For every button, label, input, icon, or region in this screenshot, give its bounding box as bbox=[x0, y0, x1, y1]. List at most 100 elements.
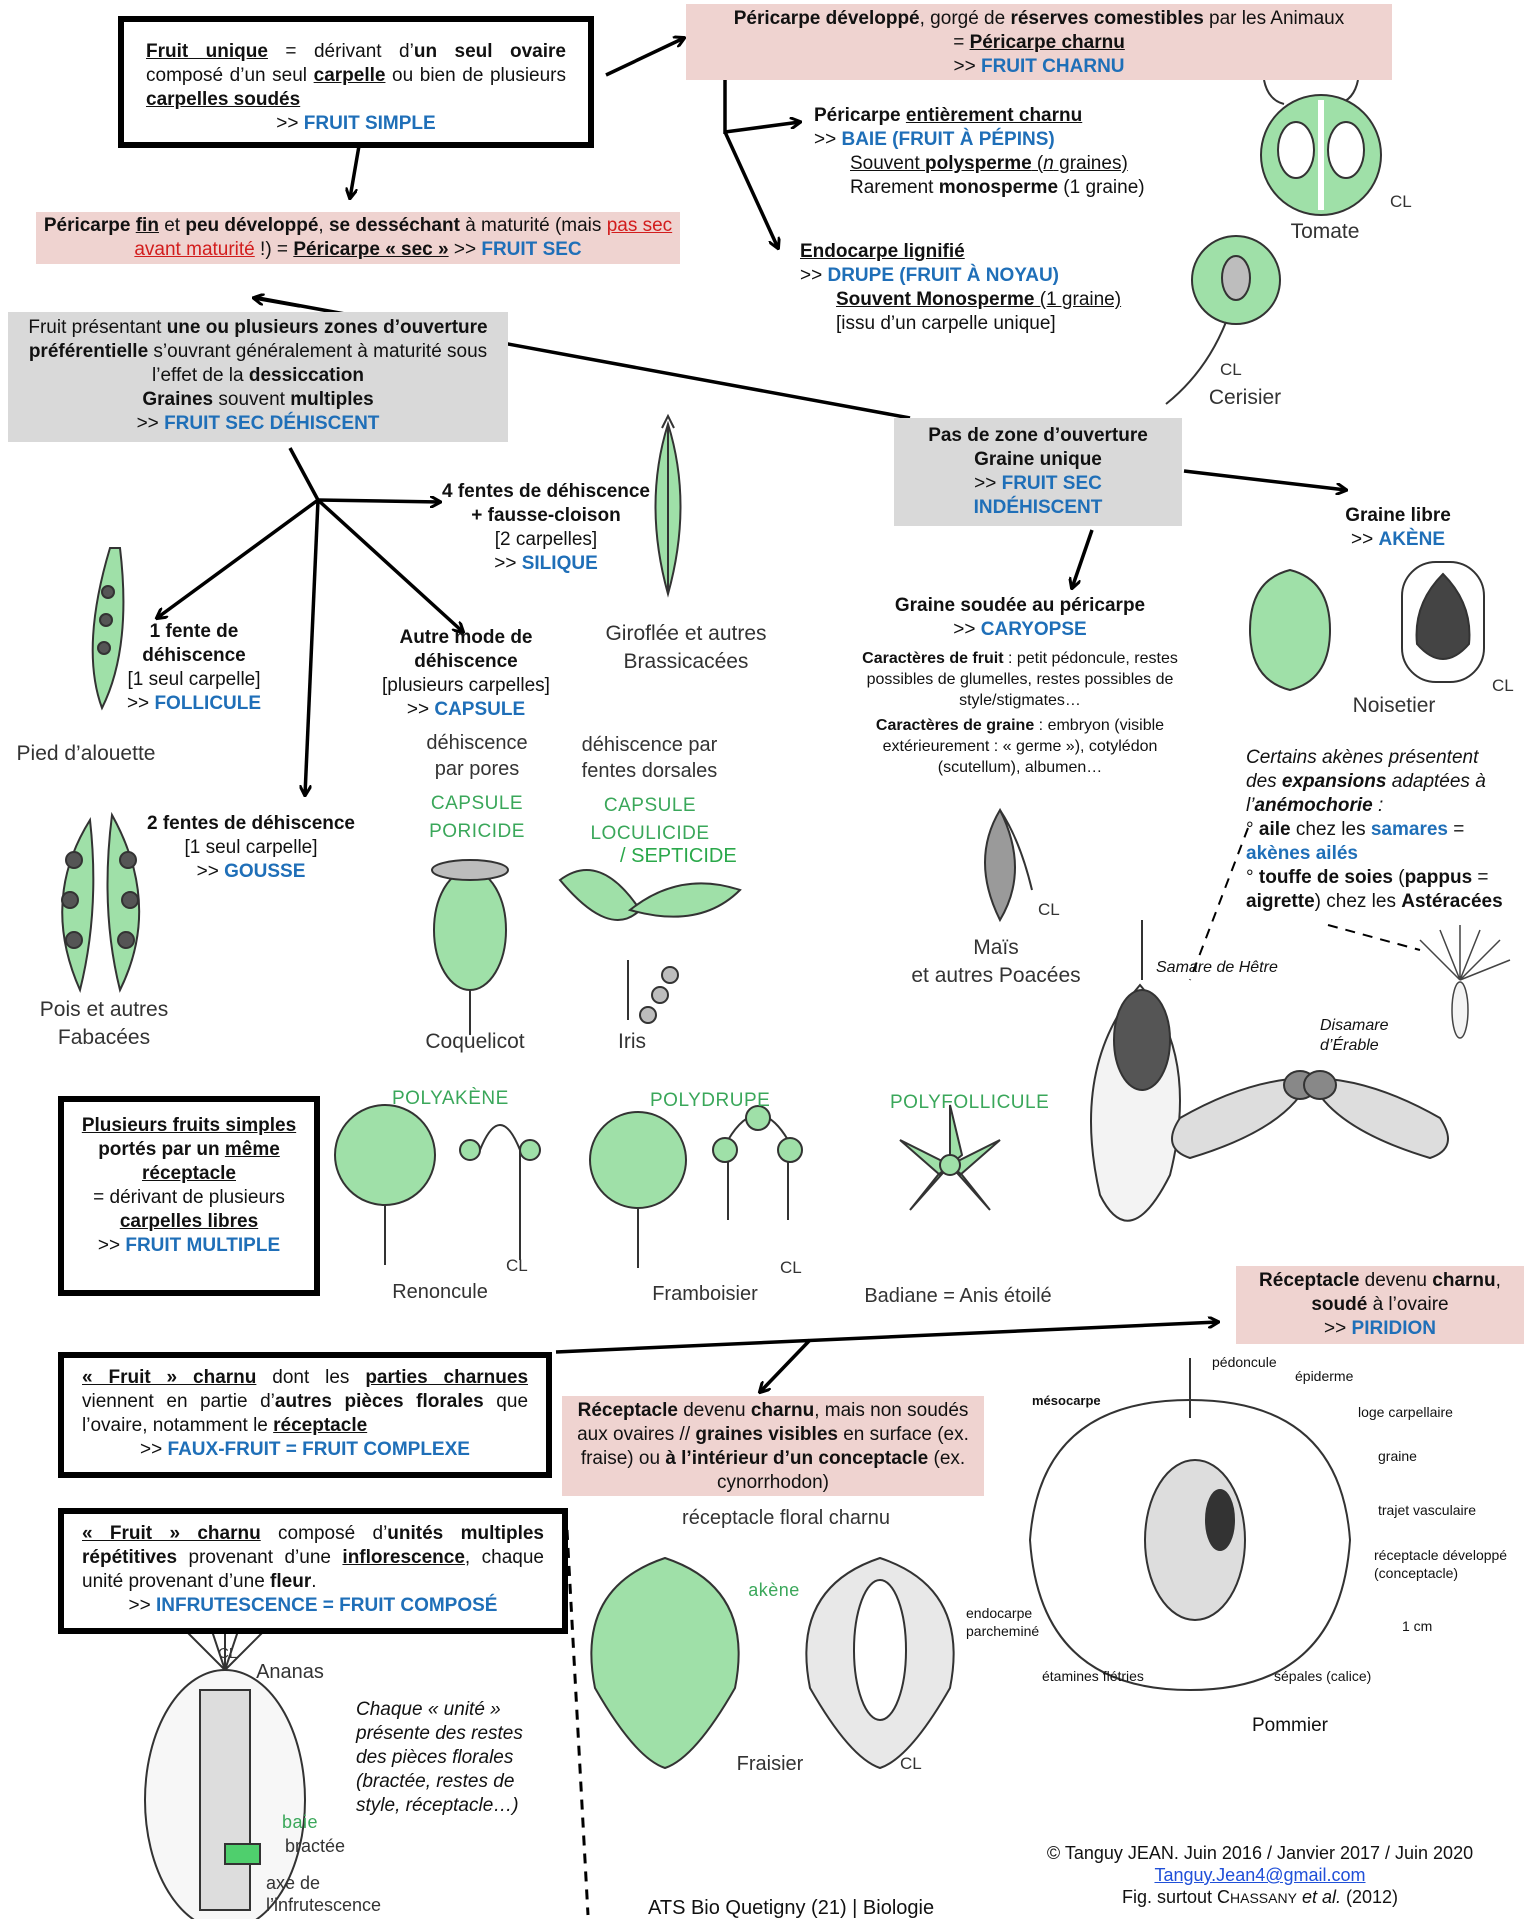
polydrupe-label: POLYDRUPE bbox=[650, 1090, 771, 1111]
dashed-pointers bbox=[564, 827, 1421, 1916]
akene-label: AKÈNE bbox=[1378, 529, 1445, 550]
fruit-sec-dehiscent-label: FRUIT SEC DÉHISCENT bbox=[164, 413, 380, 434]
pineapple-drawing bbox=[144, 1604, 306, 1919]
follicule-label: FOLLICULE bbox=[154, 693, 262, 714]
fruit-simple-box: Fruit unique = dérivant d’un seul ovaire… bbox=[118, 16, 594, 148]
silique-box: 4 fentes de déhiscence+ fausse-cloison[2… bbox=[441, 481, 651, 574]
capsule-septicide-label: / SEPTICIDE bbox=[620, 845, 737, 867]
caryopse-label: CARYOPSE bbox=[980, 619, 1087, 640]
framboisier-caption: Framboisier bbox=[652, 1283, 758, 1305]
branch-stem bbox=[288, 447, 320, 501]
course-footer: ATS Bio Quetigny (21) | Biologie bbox=[648, 1897, 935, 1919]
arrow-to-fraise bbox=[760, 1338, 812, 1392]
unite-note: Chaque « unité » présente des restes des… bbox=[356, 1699, 523, 1816]
badiane-drawing bbox=[899, 1104, 1001, 1211]
arrow-to-follicule bbox=[157, 498, 320, 618]
cerisier-caption: Cerisier bbox=[1208, 386, 1282, 409]
cl-noisetier: CL bbox=[1492, 676, 1514, 695]
follicle-drawing bbox=[91, 547, 125, 711]
arrow-to-baie bbox=[723, 72, 800, 134]
pod-drawing bbox=[61, 811, 141, 994]
pommier-caption: Pommier bbox=[1251, 1715, 1328, 1736]
coquelicot-caption: Coquelicot bbox=[425, 1030, 525, 1053]
cl-mais: CL bbox=[1038, 900, 1060, 919]
poppy-drawing bbox=[431, 859, 509, 1035]
receptacle-non-soude-box: Réceptacle devenu charnu, mais non soudé… bbox=[562, 1396, 984, 1496]
arrow-to-piridion bbox=[555, 1322, 1218, 1354]
piridion-label: PIRIDION bbox=[1351, 1318, 1436, 1339]
bractee-label: bractée bbox=[284, 1836, 346, 1856]
cl-renoncule: CL bbox=[506, 1256, 528, 1275]
arrow-to-capsule bbox=[316, 498, 463, 632]
akene-small-label: akène bbox=[748, 1580, 800, 1600]
iris-caption: Iris bbox=[618, 1030, 646, 1053]
loge-label: loge carpellaire bbox=[1358, 1404, 1453, 1420]
flow-arrows bbox=[157, 38, 1346, 1392]
faux-fruit-box: « Fruit » charnu dont les parties charnu… bbox=[58, 1352, 552, 1478]
arrow-to-silique bbox=[317, 500, 440, 502]
iris-drawing bbox=[558, 869, 742, 1024]
author-email-link[interactable]: Tanguy.Jean4@gmail.com bbox=[1154, 1865, 1366, 1885]
etamines-label: étamines flétries bbox=[1042, 1668, 1144, 1684]
gousse-box: 2 fentes de déhiscence[1 seul carpelle] … bbox=[146, 813, 356, 882]
fruit-multiple-box: Plusieurs fruits simples portés par un m… bbox=[58, 1096, 320, 1296]
renoncule-drawing bbox=[334, 1104, 541, 1265]
drupe-box: Endocarpe lignifié >> DRUPE (FRUIT À NOY… bbox=[800, 241, 1122, 334]
pedoncule-label: pédoncule bbox=[1212, 1354, 1277, 1370]
fraisier-caption: Fraisier bbox=[736, 1753, 804, 1775]
polyakene-label: POLYAKÈNE bbox=[392, 1088, 509, 1109]
arrow-to-akene bbox=[1183, 469, 1346, 490]
framboise-drawing bbox=[589, 1105, 803, 1268]
arrow-to-sec bbox=[350, 139, 362, 198]
tomate-caption: Tomate bbox=[1290, 220, 1360, 243]
receptacle-developpe-label: réceptacle développé(conceptacle) bbox=[1374, 1547, 1508, 1581]
caryopse-box: Graine soudée au péricarpe >> CARYOPSE C… bbox=[862, 595, 1178, 776]
maple-samara-drawing bbox=[1171, 1070, 1449, 1160]
akene-box: Graine libre >> AKÈNE bbox=[1345, 505, 1451, 550]
arrow-to-charnu bbox=[605, 38, 684, 77]
arrow-to-dehiscent bbox=[254, 298, 301, 308]
fruit-multiple-label: FRUIT MULTIPLE bbox=[125, 1235, 281, 1256]
faux-fruit-label: FAUX-FRUIT = FRUIT COMPLEXE bbox=[167, 1439, 470, 1460]
strawberry-drawing bbox=[590, 1556, 955, 1770]
gousse-label: GOUSSE bbox=[224, 861, 306, 882]
fruit-sec-label: FRUIT SEC bbox=[481, 239, 582, 260]
receptacle-floral-caption: réceptacle floral charnu bbox=[682, 1507, 890, 1529]
ananas-caption: Ananas bbox=[256, 1661, 324, 1683]
credits-footer: © Tanguy JEAN. Juin 2016 / Janvier 2017 … bbox=[1046, 1843, 1474, 1907]
capsule-label: CAPSULE bbox=[434, 699, 526, 720]
drupe-label: DRUPE (FRUIT À NOYAU) bbox=[827, 265, 1060, 286]
infrutescence-box: « Fruit » charnu composé d’unités multip… bbox=[58, 1508, 568, 1634]
dash-separator bbox=[564, 1511, 590, 1916]
arrow-to-drupe bbox=[723, 131, 778, 248]
graine-label: graine bbox=[1378, 1448, 1417, 1464]
apple-drawing bbox=[1028, 1358, 1352, 1692]
dash-to-pappus bbox=[1327, 924, 1421, 951]
polyfollicule-label: POLYFOLLICULE bbox=[890, 1092, 1050, 1113]
baie-small-label: baie bbox=[281, 1812, 319, 1832]
fruit-charnu-label: FRUIT CHARNU bbox=[980, 56, 1125, 77]
anemochorie-box: Certains akènes présentent des expansion… bbox=[1246, 747, 1503, 912]
baie-label: BAIE (FRUIT À PÉPINS) bbox=[841, 129, 1055, 150]
baie-box: Péricarpe entièrement charnu >> BAIE (FR… bbox=[814, 105, 1145, 198]
silique-label: SILIQUE bbox=[521, 553, 598, 574]
fruit-charnu-box: Péricarpe développé, gorgé de réserves c… bbox=[686, 4, 1392, 80]
silique-drawing bbox=[654, 413, 682, 598]
tomato-drawing bbox=[1260, 79, 1382, 216]
mesocarpe-label: mésocarpe bbox=[1032, 1393, 1101, 1408]
sepales-label: sépales (calice) bbox=[1274, 1668, 1372, 1684]
dash-to-samare bbox=[1189, 827, 1249, 981]
trajet-label: trajet vasculaire bbox=[1378, 1502, 1477, 1518]
